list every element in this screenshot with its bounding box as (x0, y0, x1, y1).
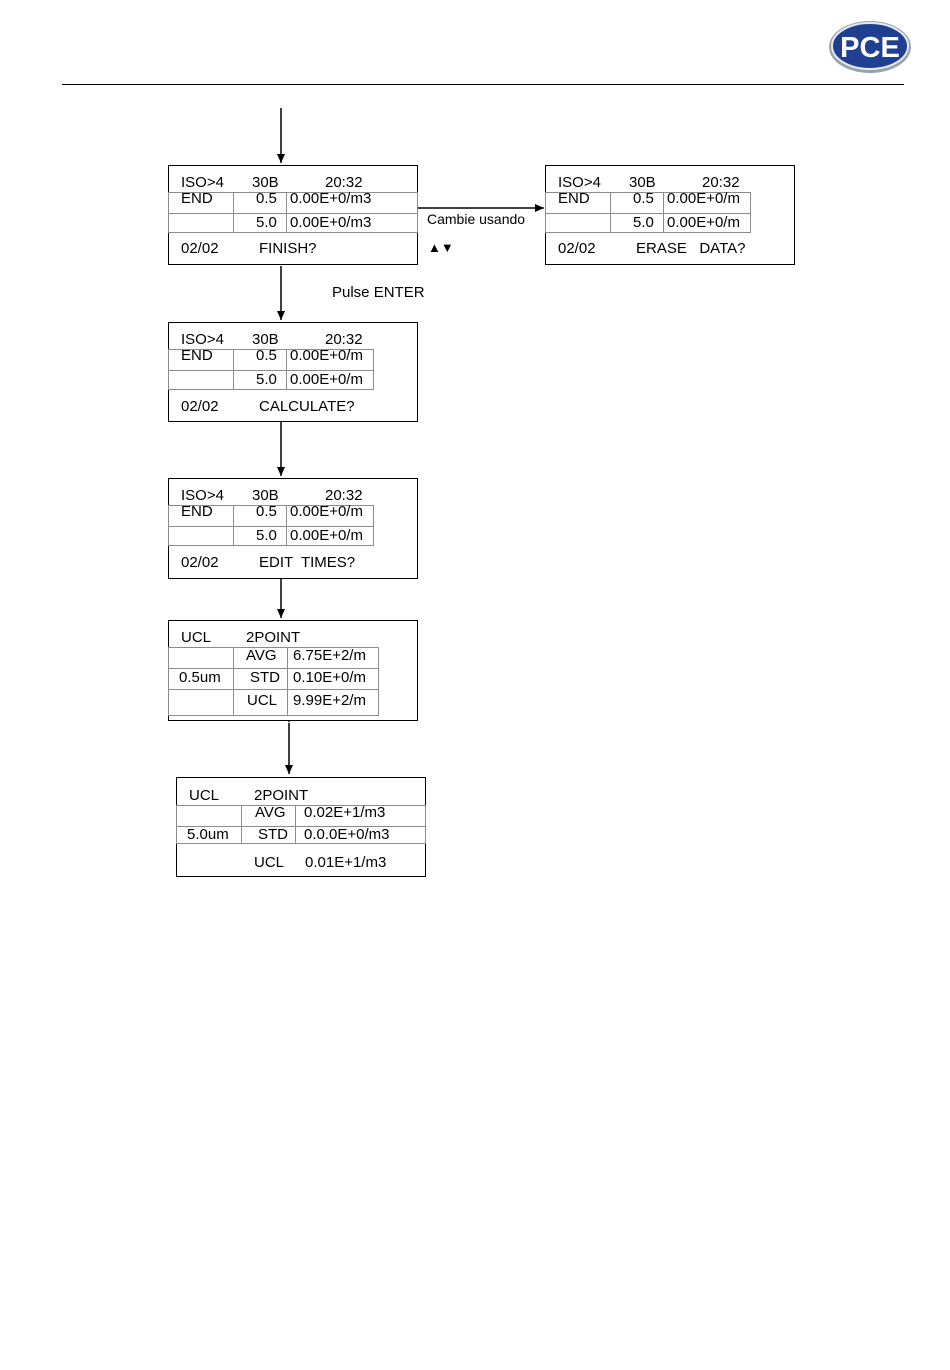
row2-value: 0.00E+0/m (667, 214, 740, 231)
prompt-text: ERASE DATA? (636, 240, 746, 257)
pce-logo: PCE (829, 21, 911, 73)
toggle-arrows-icon: ▲▼ (428, 240, 454, 255)
time-label: 20:32 (325, 331, 363, 348)
page-indicator: 02/02 (181, 240, 219, 257)
ucl-value: 9.99E+2/m (293, 692, 366, 709)
page-indicator: 02/02 (558, 240, 596, 257)
row1-label: END (181, 190, 213, 207)
press-enter-label: Pulse ENTER (332, 284, 425, 301)
row1-label: END (181, 347, 213, 364)
row1-size: 0.5 (256, 190, 277, 207)
avg-label: AVG (255, 804, 286, 821)
row2-size: 5.0 (256, 371, 277, 388)
iso-label: ISO>4 (181, 487, 224, 504)
row1-size: 0.5 (256, 347, 277, 364)
row1-value: 0.00E+0/m (290, 503, 363, 520)
std-value: 0.0.0E+0/m3 (304, 826, 390, 843)
prompt-text: EDIT TIMES? (259, 554, 356, 571)
screen-erase: ISO>4 30B 20:32 END 0.5 0.00E+0/m 5.0 0.… (545, 165, 795, 265)
ucl-title: UCL (181, 629, 212, 646)
row1-value: 0.00E+0/m3 (290, 190, 372, 207)
screen-finish: ISO>4 30B 20:32 END 0.5 0.00E+0/m3 5.0 0… (168, 165, 418, 265)
count-label: 30B (252, 487, 279, 504)
time-label: 20:32 (702, 174, 740, 191)
avg-label: AVG (246, 647, 277, 664)
header-rule (62, 84, 904, 85)
time-label: 20:32 (325, 487, 363, 504)
prompt-text: CALCULATE? (259, 398, 355, 415)
row2-size: 5.0 (633, 214, 654, 231)
logo-text: PCE (840, 32, 900, 64)
std-label: STD (258, 826, 288, 843)
ucl-label: UCL (247, 692, 278, 709)
row1-value: 0.00E+0/m (667, 190, 740, 207)
row1-value: 0.00E+0/m (290, 347, 363, 364)
ucl-value: 0.01E+1/m3 (305, 854, 387, 871)
row1-label: END (181, 503, 213, 520)
row2-value: 0.00E+0/m3 (290, 214, 372, 231)
ucl-title: UCL (189, 787, 220, 804)
row2-value: 0.00E+0/m (290, 527, 363, 544)
time-label: 20:32 (325, 174, 363, 191)
row1-label: END (558, 190, 590, 207)
count-label: 30B (252, 174, 279, 191)
avg-value: 0.02E+1/m3 (304, 804, 386, 821)
screen-calculate: ISO>4 30B 20:32 END 0.5 0.00E+0/m 5.0 0.… (168, 322, 418, 422)
mode-label: 2POINT (254, 787, 309, 804)
iso-label: ISO>4 (181, 174, 224, 191)
row2-size: 5.0 (256, 214, 277, 231)
iso-label: ISO>4 (181, 331, 224, 348)
row1-size: 0.5 (633, 190, 654, 207)
screen-ucl-05: UCL 2POINT AVG 6.75E+2/m 0.5um STD 0.10E… (168, 620, 418, 721)
count-label: 30B (252, 331, 279, 348)
toggle-label: Cambie usando (427, 211, 526, 227)
avg-value: 6.75E+2/m (293, 647, 366, 664)
screen-edit-times: ISO>4 30B 20:32 END 0.5 0.00E+0/m 5.0 0.… (168, 478, 418, 579)
std-value: 0.10E+0/m (293, 669, 366, 686)
iso-label: ISO>4 (558, 174, 601, 191)
row1-size: 0.5 (256, 503, 277, 520)
row2-size: 5.0 (256, 527, 277, 544)
count-label: 30B (629, 174, 656, 191)
row2-value: 0.00E+0/m (290, 371, 363, 388)
page-indicator: 02/02 (181, 554, 219, 571)
std-label: STD (250, 669, 280, 686)
page-indicator: 02/02 (181, 398, 219, 415)
size-label: 5.0um (187, 826, 229, 843)
size-label: 0.5um (179, 669, 221, 686)
mode-label: 2POINT (246, 629, 301, 646)
prompt-text: FINISH? (259, 240, 317, 257)
ucl-label: UCL (254, 854, 285, 871)
screen-ucl-50: UCL 2POINT AVG 0.02E+1/m3 5.0um STD 0.0.… (176, 777, 426, 877)
